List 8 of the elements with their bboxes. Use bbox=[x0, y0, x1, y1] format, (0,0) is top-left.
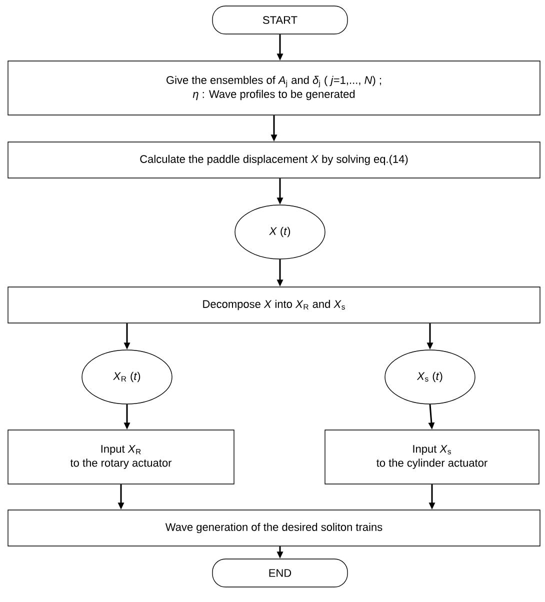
terminal-box: END bbox=[212, 558, 348, 588]
process-box: Calculate the paddle displacement X by solving eq.(14) bbox=[8, 142, 540, 178]
process-box: Decompose X into X$_{R}$ and X$_{s}$ bbox=[8, 286, 540, 324]
terminal-box: START bbox=[212, 6, 348, 34]
process-box: Give the ensembles of A$_{j}$ and δ$_{j}$ ( j=1,..., N) ; η : Wave profiles to be generated bbox=[8, 60, 540, 116]
process-box: Wave generation of the desired soliton trains bbox=[8, 510, 540, 546]
process-box: Input X$_{R}$ to the rotary actuator bbox=[8, 430, 234, 484]
process-box: Input X$_{s}$ to the cylinder actuator bbox=[324, 430, 540, 484]
